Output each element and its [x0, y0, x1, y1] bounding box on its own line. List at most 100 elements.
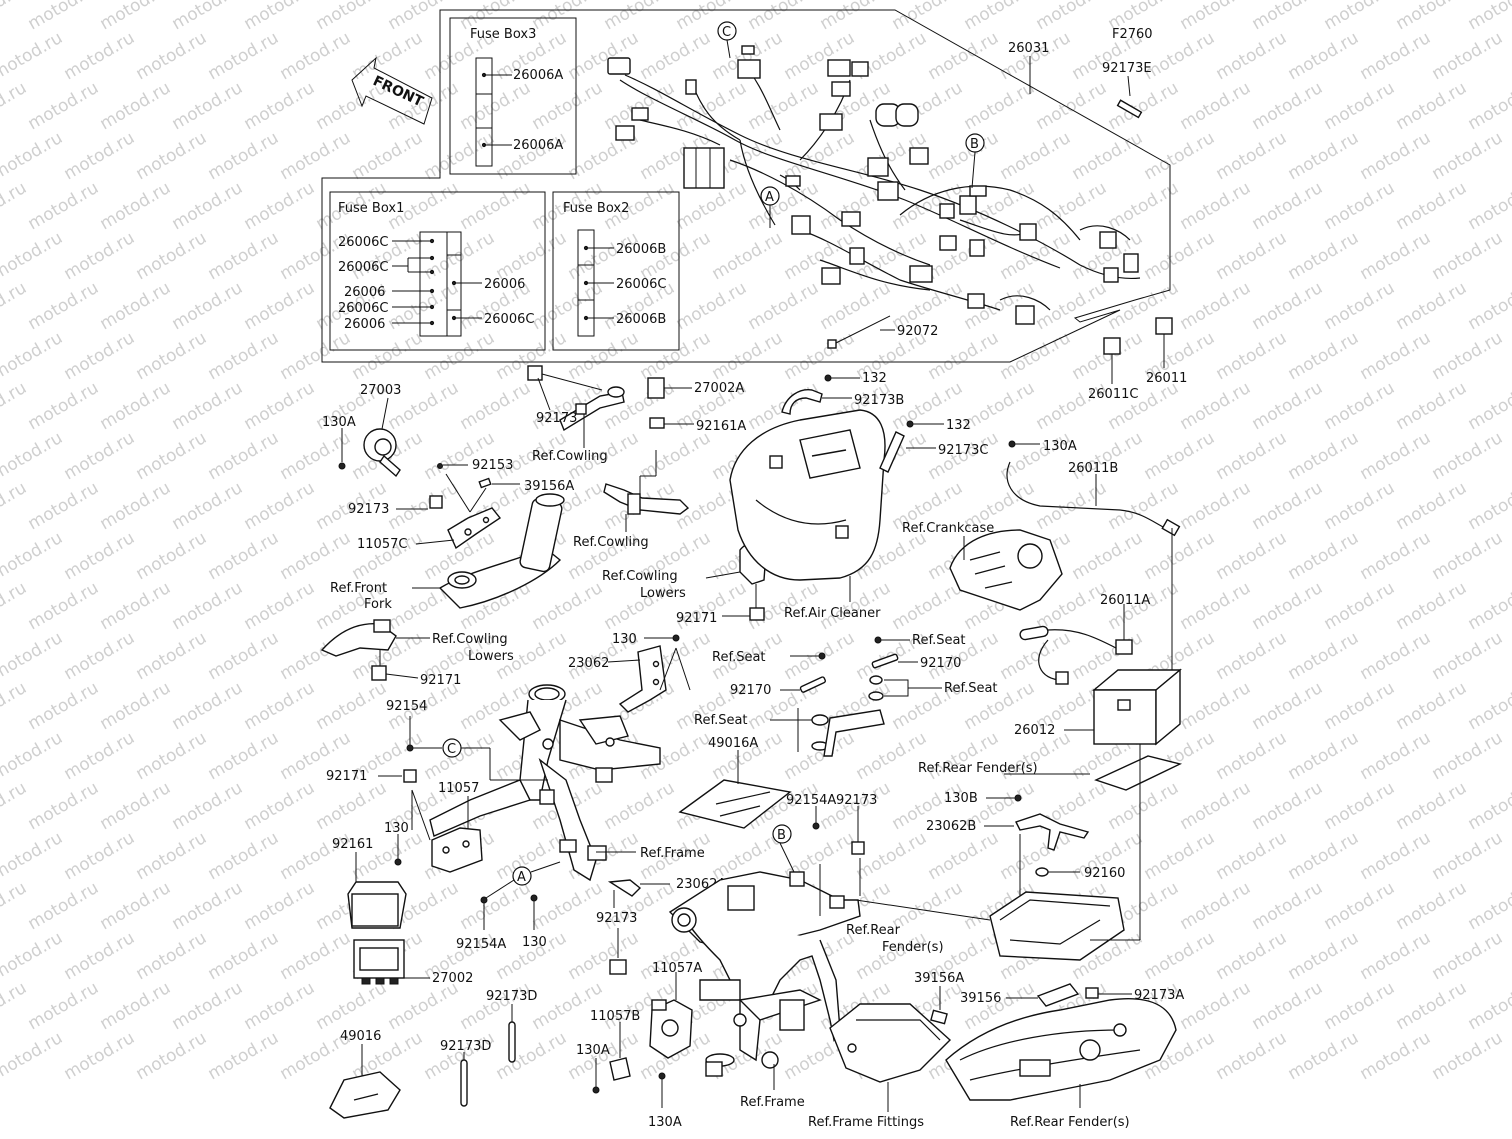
watermark-text: motod.ru [1213, 928, 1291, 984]
watermark-text: motod.ru [0, 728, 66, 784]
fuse-box-1-left-2: 26006C [338, 260, 388, 275]
fuse-box-2-part-1: 26006B [616, 242, 666, 257]
watermark-text: motod.ru [1465, 78, 1512, 134]
watermark-text: motod.ru [1321, 178, 1399, 234]
watermark-text: motod.ru [1249, 778, 1327, 834]
watermark-text: motod.ru [601, 0, 679, 34]
watermark-text: motod.ru [1393, 578, 1471, 634]
watermark-text: motod.ru [205, 428, 283, 484]
watermark-text: motod.ru [277, 28, 355, 84]
watermark-text: motod.ru [205, 828, 283, 884]
watermark-text: motod.ru [205, 1028, 283, 1084]
part-92154A-a: 92154A [456, 937, 506, 952]
watermark-text: motod.ru [997, 28, 1075, 84]
watermark-text: motod.ru [1285, 128, 1363, 184]
watermark-text: motod.ru [1429, 1028, 1507, 1084]
watermark-text: motod.ru [1249, 978, 1327, 1034]
watermark-text: motod.ru [205, 328, 283, 384]
watermark-text: motod.ru [1321, 578, 1399, 634]
svg-text:C: C [722, 25, 731, 40]
watermark-text: motod.ru [1177, 678, 1255, 734]
watermark-text: motod.ru [0, 128, 66, 184]
watermark-text: motod.ru [241, 378, 319, 434]
watermark-text: motod.ru [349, 328, 427, 384]
fuse-box-3-part-2: 26006A [513, 138, 563, 153]
watermark-text: motod.ru [1213, 628, 1291, 684]
part-132-a: 132 [862, 371, 887, 386]
watermark-text: motod.ru [133, 328, 211, 384]
watermark-text: motod.ru [1429, 728, 1507, 784]
watermark-text: motod.ru [205, 728, 283, 784]
watermark-text: motod.ru [1213, 728, 1291, 784]
watermark-text: motod.ru [1357, 728, 1435, 784]
watermark-text: motod.ru [1285, 728, 1363, 784]
watermark-text: motod.ru [1033, 0, 1111, 34]
watermark-text: motod.ru [493, 228, 571, 284]
watermark-text: motod.ru [1429, 928, 1507, 984]
watermark-text: motod.ru [1393, 478, 1471, 534]
watermark-text: motod.ru [241, 678, 319, 734]
part-92161: 92161 [332, 837, 373, 852]
watermark-text: motod.ru [61, 728, 139, 784]
watermark-text: motod.ru [133, 228, 211, 284]
watermark-text: motod.ru [61, 428, 139, 484]
part-130A-b: 130A [1043, 439, 1077, 454]
watermark-text: motod.ru [25, 78, 103, 134]
watermark-text: motod.ru [0, 178, 30, 234]
watermark-text: motod.ru [61, 928, 139, 984]
part-26012: 26012 [1014, 723, 1055, 738]
watermark-text: motod.ru [1285, 628, 1363, 684]
watermark-text: motod.ru [1249, 478, 1327, 534]
watermark-text: motod.ru [0, 378, 30, 434]
watermark-text: motod.ru [25, 478, 103, 534]
watermark-text: motod.ru [1285, 928, 1363, 984]
watermark-text: motod.ru [565, 328, 643, 384]
watermark-text: motod.ru [241, 578, 319, 634]
watermark-text: motod.ru [1465, 878, 1512, 934]
watermark-text: motod.ru [1321, 678, 1399, 734]
watermark-text: motod.ru [1141, 428, 1219, 484]
fuse-box-1-left-5: 26006 [344, 317, 385, 332]
watermark-text: motod.ru [1177, 178, 1255, 234]
ref-rear-fender-3: Ref.Rear Fender(s) [1010, 1115, 1130, 1130]
watermark-text: motod.ru [1321, 378, 1399, 434]
watermark-text: motod.ru [241, 0, 319, 34]
watermark-text: motod.ru [133, 28, 211, 84]
part-130A-a: 130A [322, 415, 356, 430]
watermark-text: motod.ru [205, 128, 283, 184]
watermark-text: motod.ru [1429, 628, 1507, 684]
watermark-text: motod.ru [421, 1028, 499, 1084]
watermark-text: motod.ru [0, 878, 30, 934]
part-26011: 26011 [1146, 371, 1187, 386]
watermark-text: motod.ru [97, 478, 175, 534]
watermark-text: motod.ru [1321, 778, 1399, 834]
ref-front-fork-line-2: Fork [364, 597, 392, 612]
watermark-text: motod.ru [529, 0, 607, 34]
watermark-text: motod.ru [1177, 478, 1255, 534]
ref-cowling-1: Ref.Cowling [532, 449, 608, 464]
watermark-text: motod.ru [457, 178, 535, 234]
watermark-text: motod.ru [1465, 578, 1512, 634]
watermark-text: motod.ru [1465, 0, 1512, 34]
part-39156: 39156 [960, 991, 1001, 1006]
watermark-text: motod.ru [241, 178, 319, 234]
ref-seat-2: Ref.Seat [912, 633, 966, 648]
watermark-text: motod.ru [97, 878, 175, 934]
watermark-text: motod.ru [0, 28, 66, 84]
part-92171-a: 92171 [676, 611, 717, 626]
watermark-text: motod.ru [0, 628, 66, 684]
watermark-text: motod.ru [745, 278, 823, 334]
watermark-text: motod.ru [925, 828, 1003, 884]
ref-cowling-lowers-1a: Ref.Cowling [602, 569, 678, 584]
fuse-box-1-left-1: 26006C [338, 235, 388, 250]
callout-c-bottom: C [443, 739, 461, 757]
ref-cowling-lowers-2a: Ref.Cowling [432, 632, 508, 647]
watermark-text: motod.ru [1429, 328, 1507, 384]
watermark-text: motod.ru [133, 528, 211, 584]
watermark-text: motod.ru [1213, 1028, 1291, 1084]
watermark-text: motod.ru [97, 378, 175, 434]
part-92173D-b: 92173D [440, 1039, 491, 1054]
watermark-text: motod.ru [1393, 378, 1471, 434]
part-92173E: 92173E [1102, 61, 1152, 76]
